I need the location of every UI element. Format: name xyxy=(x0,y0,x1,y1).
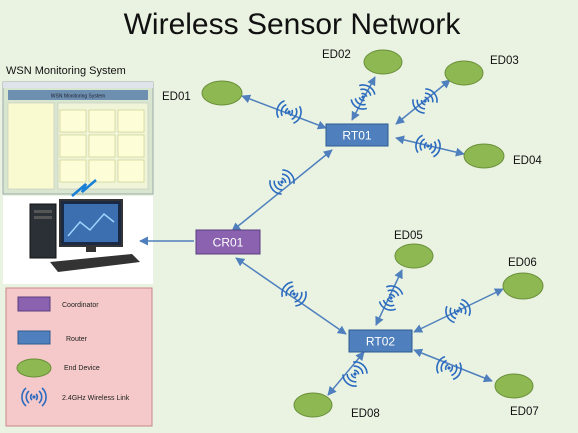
end-device-ed07 xyxy=(494,373,534,399)
link-rt01-ed03 xyxy=(395,79,451,125)
end-device-labels: ED01 ED02 ED03 ED04 ED05 ED06 ED07 ED08 xyxy=(162,49,542,420)
wifi-icon-rt01-ed02 xyxy=(348,81,378,113)
end-device-ed05 xyxy=(394,243,434,269)
wifi-icon-cr01-rt02 xyxy=(278,278,310,310)
end-device-ed04 xyxy=(463,143,505,169)
router-box xyxy=(325,123,389,147)
router-rt02: RT02 xyxy=(348,329,413,353)
legend-end-device-swatch xyxy=(16,358,52,378)
ed01-label: ED01 xyxy=(162,91,191,103)
end-device-ed06 xyxy=(502,272,544,300)
coordinator-box xyxy=(195,229,261,255)
legend-router-label: Router xyxy=(66,336,88,343)
wifi-icon-rt01-ed04 xyxy=(413,133,443,159)
monitoring-system-label: WSN Monitoring System xyxy=(6,65,126,77)
coordinator-node: CR01 xyxy=(195,229,261,255)
lightning-icon xyxy=(71,179,97,197)
link-ed01-rt01 xyxy=(241,94,327,130)
link-cr01-rt02 xyxy=(235,257,347,335)
coordinator-label: CR01 xyxy=(213,236,244,250)
router-rt01: RT01 xyxy=(325,123,389,147)
legend-end-device-label: End Device xyxy=(64,365,100,372)
legend-coordinator-label: Coordinator xyxy=(62,302,99,309)
router-label: RT01 xyxy=(342,129,371,143)
ed05-label: ED05 xyxy=(394,230,423,242)
wifi-icon-rt01-ed03 xyxy=(409,85,441,117)
legend-wireless-label: 2.4GHz Wireless Link xyxy=(62,395,130,402)
link-rt02-ed08 xyxy=(327,351,365,396)
link-rt02-ed07 xyxy=(413,348,493,383)
ed04-label: ED04 xyxy=(513,155,542,167)
monitoring-screenshot: WSN Monitoring System xyxy=(2,81,154,195)
wifi-icon-rt02-ed05 xyxy=(376,282,406,314)
diagram-title: Wireless Sensor Network xyxy=(124,8,462,41)
wifi-icon-rt02-ed06 xyxy=(442,296,474,326)
links xyxy=(139,76,504,396)
router-label: RT02 xyxy=(366,335,395,349)
ed03-label: ED03 xyxy=(490,55,519,67)
link-rt02-ed05 xyxy=(375,269,403,326)
ed07-label: ED07 xyxy=(510,406,539,418)
link-rt01-ed04 xyxy=(395,135,465,157)
ed08-label: ED08 xyxy=(351,408,380,420)
router-box xyxy=(348,329,413,353)
legend: Coordinator Router End Device 2.4GHz Wir… xyxy=(5,287,153,427)
legend-router-swatch xyxy=(17,330,51,345)
ed06-label: ED06 xyxy=(508,257,537,269)
app-title: WSN Monitoring System xyxy=(51,94,105,100)
end-devices xyxy=(201,49,544,418)
end-device-ed02 xyxy=(363,49,403,75)
end-device-ed01 xyxy=(201,80,243,106)
legend-coordinator-swatch xyxy=(17,296,51,312)
wifi-icon-ed01-rt01 xyxy=(273,98,305,126)
monitoring-computer xyxy=(3,179,153,284)
end-device-ed03 xyxy=(444,60,484,86)
end-device-ed08 xyxy=(293,392,333,418)
ed02-label: ED02 xyxy=(322,49,351,61)
